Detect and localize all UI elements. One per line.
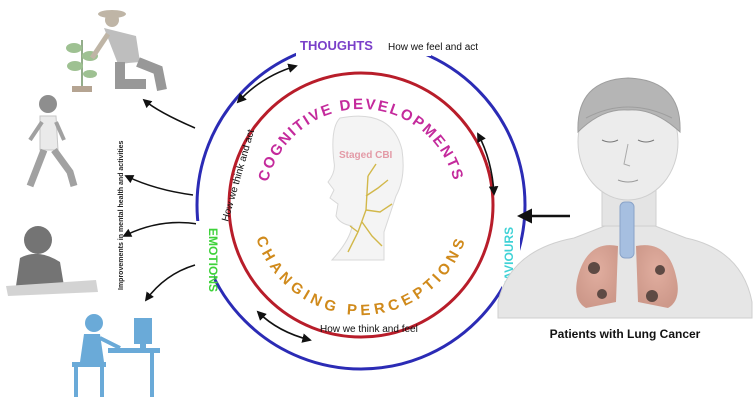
cycle-arrows (236, 63, 499, 343)
emotions-caption: How we think and act (220, 128, 257, 223)
patient-label: Patients with Lung Cancer (549, 327, 701, 341)
emotions-label: EMOTIONS (206, 228, 220, 292)
inner-ring (227, 71, 495, 339)
left-caption: Improvements in mental health and activi… (118, 141, 125, 290)
thoughts-caption: How we feel and act (388, 42, 478, 53)
walking-figure-icon (26, 95, 78, 188)
thoughts-label: THOUGHTS (300, 38, 373, 53)
computer-user-icon (72, 314, 160, 397)
center-label: Staged CBI (339, 150, 393, 161)
behaviours-caption: How we think and feel (320, 324, 418, 335)
gardening-figure-icon (66, 10, 167, 92)
writing-figure-icon (6, 226, 98, 296)
head-silhouette-icon (327, 115, 404, 261)
patient-illustration-icon (497, 77, 753, 319)
left-arrows (122, 98, 199, 302)
